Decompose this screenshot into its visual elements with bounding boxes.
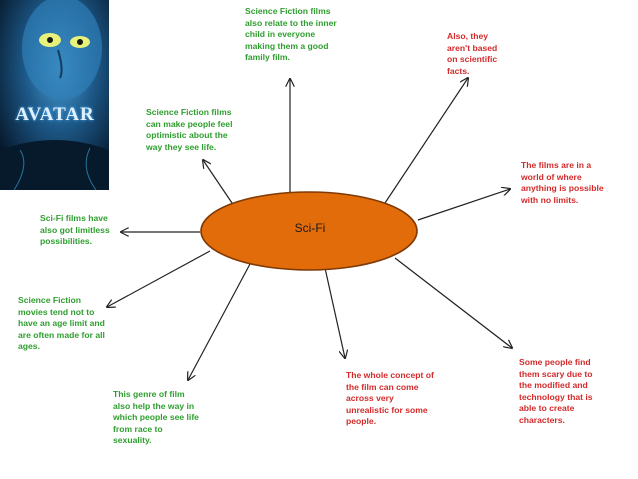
avatar-title: AVATAR [15, 104, 95, 125]
avatar-poster-art [0, 0, 109, 190]
center-ellipse [200, 191, 418, 271]
arrow-genre-help [188, 263, 251, 380]
node-optimistic: Science Fiction films can make people fe… [146, 107, 233, 152]
avatar-poster: AVATAR [0, 0, 109, 190]
center-label: Sci-Fi [294, 221, 326, 235]
node-limitless: Sci-Fi films have also got limitless pos… [40, 213, 110, 247]
node-genre-help: This genre of film also help the way in … [113, 389, 199, 446]
arrow-age-limit [107, 250, 211, 307]
node-inner-child: Science Fiction films also relate to the… [245, 6, 337, 63]
node-not-scientific: Also, they aren't based on scientific fa… [447, 31, 498, 76]
node-scary: Some people find them scary due to the m… [519, 357, 593, 425]
arrow-world [417, 189, 510, 221]
node-age-limit: Science Fiction movies tend not to have … [18, 295, 105, 352]
arrow-scary [394, 257, 512, 348]
arrow-not-scientific [384, 78, 468, 204]
node-world: The films are in a world of where anythi… [521, 160, 604, 205]
arrow-unrealistic [324, 267, 345, 358]
node-unrealistic: The whole concept of the film can come a… [346, 370, 434, 427]
arrow-optimistic [203, 160, 233, 204]
